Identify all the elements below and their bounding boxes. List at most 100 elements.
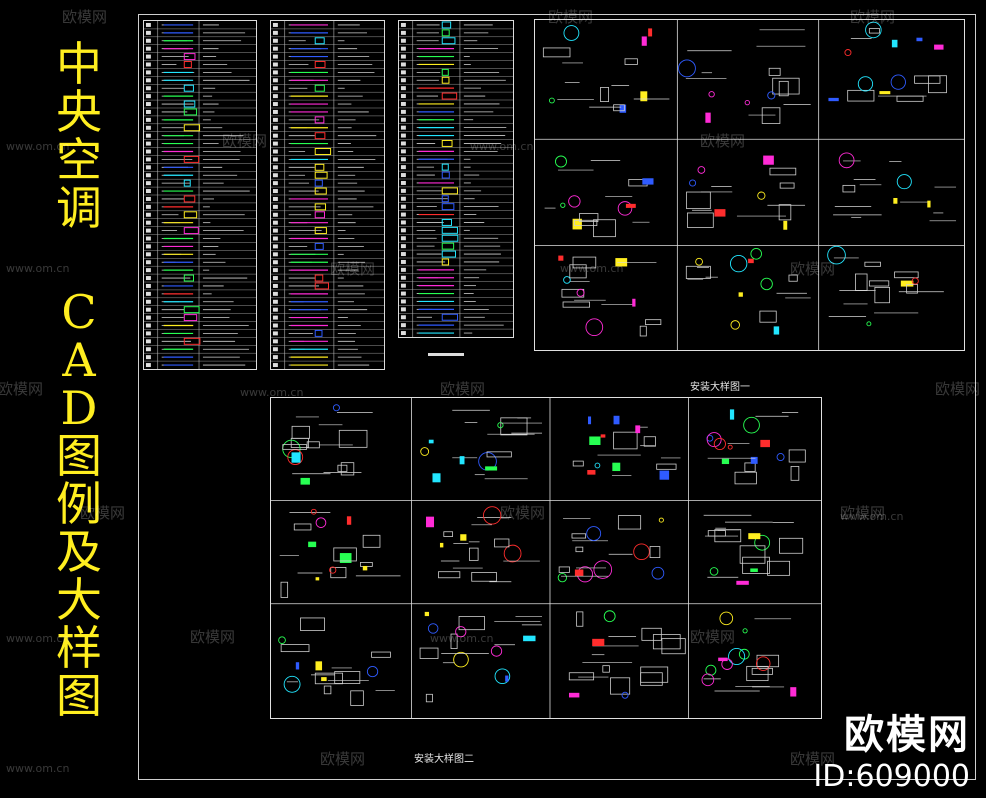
legend-index-mark xyxy=(145,22,151,27)
detail-shape xyxy=(350,690,364,706)
legend-index-mark xyxy=(272,30,278,35)
detail-color-part xyxy=(505,675,509,682)
detail-shape xyxy=(759,310,777,323)
watermark-text: 欧模网 xyxy=(62,8,108,26)
legend-index-mark xyxy=(145,244,151,249)
legend-index-mark xyxy=(145,78,151,83)
watermark-site: www.om.cn xyxy=(240,386,304,399)
watermark-text: 欧模网 xyxy=(222,132,268,150)
legend-index-mark xyxy=(272,363,278,368)
legend-index-mark xyxy=(272,133,278,138)
detail-shape xyxy=(468,547,479,561)
legend-symbol xyxy=(441,21,452,29)
detail-circle xyxy=(594,462,601,469)
title-char: 例 xyxy=(56,477,102,531)
legend-index-mark xyxy=(400,267,406,272)
legend-symbol xyxy=(314,61,326,68)
detail-circle xyxy=(767,91,776,100)
detail-circle xyxy=(563,276,571,284)
detail-circle xyxy=(706,432,722,448)
detail-circle xyxy=(633,543,650,561)
legend-index-mark xyxy=(272,331,278,336)
legend-table-2-drawing xyxy=(271,21,384,369)
detail-shape xyxy=(864,261,881,267)
detail-shape xyxy=(576,611,584,627)
detail-circle xyxy=(560,202,566,208)
detail-shape xyxy=(645,319,662,325)
watermark-site: www.om.cn xyxy=(560,262,624,275)
legend-index-mark xyxy=(145,252,151,257)
detail-circle xyxy=(742,628,748,634)
detail-circle xyxy=(730,320,740,330)
detail-color-part xyxy=(295,662,300,670)
legend-table-3-footer-line xyxy=(428,353,464,356)
detail-color-part xyxy=(934,44,944,50)
legend-index-mark xyxy=(400,78,406,83)
legend-index-mark xyxy=(272,86,278,91)
legend-index-mark xyxy=(145,38,151,43)
legend-symbol xyxy=(183,274,194,282)
legend-index-mark xyxy=(272,46,278,51)
legend-table-3 xyxy=(398,20,514,338)
legend-symbol xyxy=(314,37,325,45)
detail-shape xyxy=(425,693,433,703)
legend-symbol xyxy=(441,313,459,321)
detail-shape xyxy=(779,182,795,189)
detail-color-part xyxy=(432,473,441,483)
legend-index-mark xyxy=(145,54,151,59)
detail-circle xyxy=(896,174,912,190)
sheet-1-caption: 安装大样图一 xyxy=(690,382,750,393)
detail-shape xyxy=(617,515,642,530)
detail-shape xyxy=(337,464,348,472)
detail-color-part xyxy=(828,97,839,102)
detail-color-part xyxy=(321,677,327,682)
detail-color-part xyxy=(600,434,606,438)
legend-index-mark xyxy=(272,117,278,122)
legend-index-mark xyxy=(400,117,406,122)
legend-table-3-drawing xyxy=(399,21,513,337)
watermark-site: www.om.cn xyxy=(6,140,70,153)
legend-index-mark xyxy=(145,149,151,154)
detail-shape xyxy=(687,212,714,228)
legend-index-mark xyxy=(272,291,278,296)
detail-color-part xyxy=(592,638,605,647)
watermark-site: www.om.cn xyxy=(6,762,70,775)
detail-shape xyxy=(756,654,780,668)
legend-symbol xyxy=(441,163,449,171)
watermark-site: www.om.cn xyxy=(6,262,70,275)
legend-index-mark xyxy=(145,46,151,51)
detail-color-part xyxy=(738,292,743,297)
detail-shape xyxy=(300,617,325,631)
legend-index-mark xyxy=(400,38,406,43)
detail-shape xyxy=(640,672,663,686)
detail-color-part xyxy=(750,456,758,464)
detail-shape xyxy=(282,444,307,450)
detail-shape xyxy=(714,529,742,543)
legend-index-mark xyxy=(400,228,406,233)
legend-index-mark xyxy=(400,236,406,241)
detail-shape xyxy=(707,530,726,537)
watermark-text: 欧模网 xyxy=(80,504,126,522)
legend-index-mark xyxy=(272,236,278,241)
legend-symbol xyxy=(314,171,328,179)
detail-color-part xyxy=(891,39,898,48)
detail-shape xyxy=(746,665,769,682)
detail-circle xyxy=(278,636,286,644)
title-char: 空 xyxy=(56,133,102,187)
detail-circle xyxy=(890,74,906,90)
detail-circle xyxy=(576,288,585,297)
detail-circle xyxy=(563,25,580,41)
legend-index-mark xyxy=(400,212,406,217)
detail-circle xyxy=(701,673,715,687)
legend-index-mark xyxy=(272,149,278,154)
detail-shape xyxy=(874,286,890,304)
legend-index-mark xyxy=(145,339,151,344)
legend-index-mark xyxy=(272,54,278,59)
detail-circle xyxy=(760,277,773,291)
detail-shape xyxy=(847,89,875,102)
legend-symbol xyxy=(314,84,325,92)
detail-circle xyxy=(490,645,503,657)
detail-shape xyxy=(734,471,757,485)
legend-index-mark xyxy=(400,173,406,178)
detail-color-part xyxy=(315,577,320,581)
